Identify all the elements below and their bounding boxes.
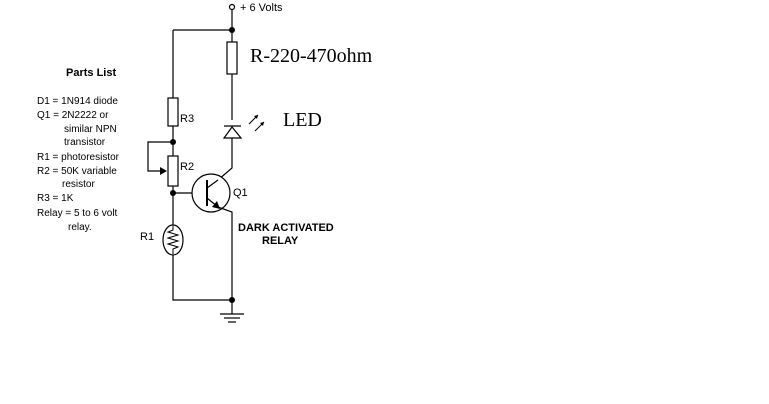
parts-list-line: D1 = 1N914 diode bbox=[37, 96, 118, 107]
parts-list: Parts List D1 = 1N914 diode Q1 = 2N2222 … bbox=[37, 67, 120, 233]
parts-list-line: R2 = 50K variable bbox=[37, 166, 117, 177]
emitter-wire bbox=[217, 206, 233, 300]
parts-list-title: Parts List bbox=[66, 67, 116, 79]
led-label: LED bbox=[283, 109, 322, 131]
r2-wiper-wire bbox=[147, 141, 173, 172]
r2-variable-resistor bbox=[167, 155, 179, 187]
parts-list-line: transistor bbox=[64, 137, 106, 148]
parts-list-line: Q1 = 2N2222 or bbox=[37, 110, 109, 121]
transistor-q1 bbox=[191, 173, 231, 213]
r2-wiper-arrow bbox=[160, 167, 167, 175]
led-symbol bbox=[222, 114, 265, 139]
r1-label: R1 bbox=[140, 231, 154, 243]
supply-label: + 6 Volts bbox=[240, 2, 283, 14]
parts-list-line: resistor bbox=[62, 179, 95, 190]
r1-photoresistor bbox=[162, 224, 184, 256]
supply-terminal bbox=[228, 3, 236, 11]
parts-list-line: R1 = photoresistor bbox=[37, 152, 120, 163]
parts-list-line: relay. bbox=[68, 222, 92, 233]
parts-list-line: similar NPN bbox=[64, 124, 117, 135]
r3-label: R3 bbox=[180, 113, 194, 125]
top-rail-wire bbox=[173, 10, 233, 31]
current-limit-resistor-label: R-220-470ohm bbox=[250, 45, 373, 67]
r3-resistor bbox=[167, 97, 179, 127]
q1-label: Q1 bbox=[233, 187, 248, 199]
parts-list-line: Relay = 5 to 6 volt bbox=[37, 208, 118, 219]
parts-list-line: R3 = 1K bbox=[37, 193, 74, 204]
caption-line-2: RELAY bbox=[262, 235, 299, 247]
r2-label: R2 bbox=[180, 161, 194, 173]
caption-line-1: DARK ACTIVATED bbox=[238, 222, 334, 234]
current-limit-resistor bbox=[226, 41, 238, 75]
led-to-collector-wire bbox=[217, 138, 233, 181]
ground-symbol bbox=[220, 300, 244, 323]
left-branch-wire-5 bbox=[172, 255, 232, 301]
